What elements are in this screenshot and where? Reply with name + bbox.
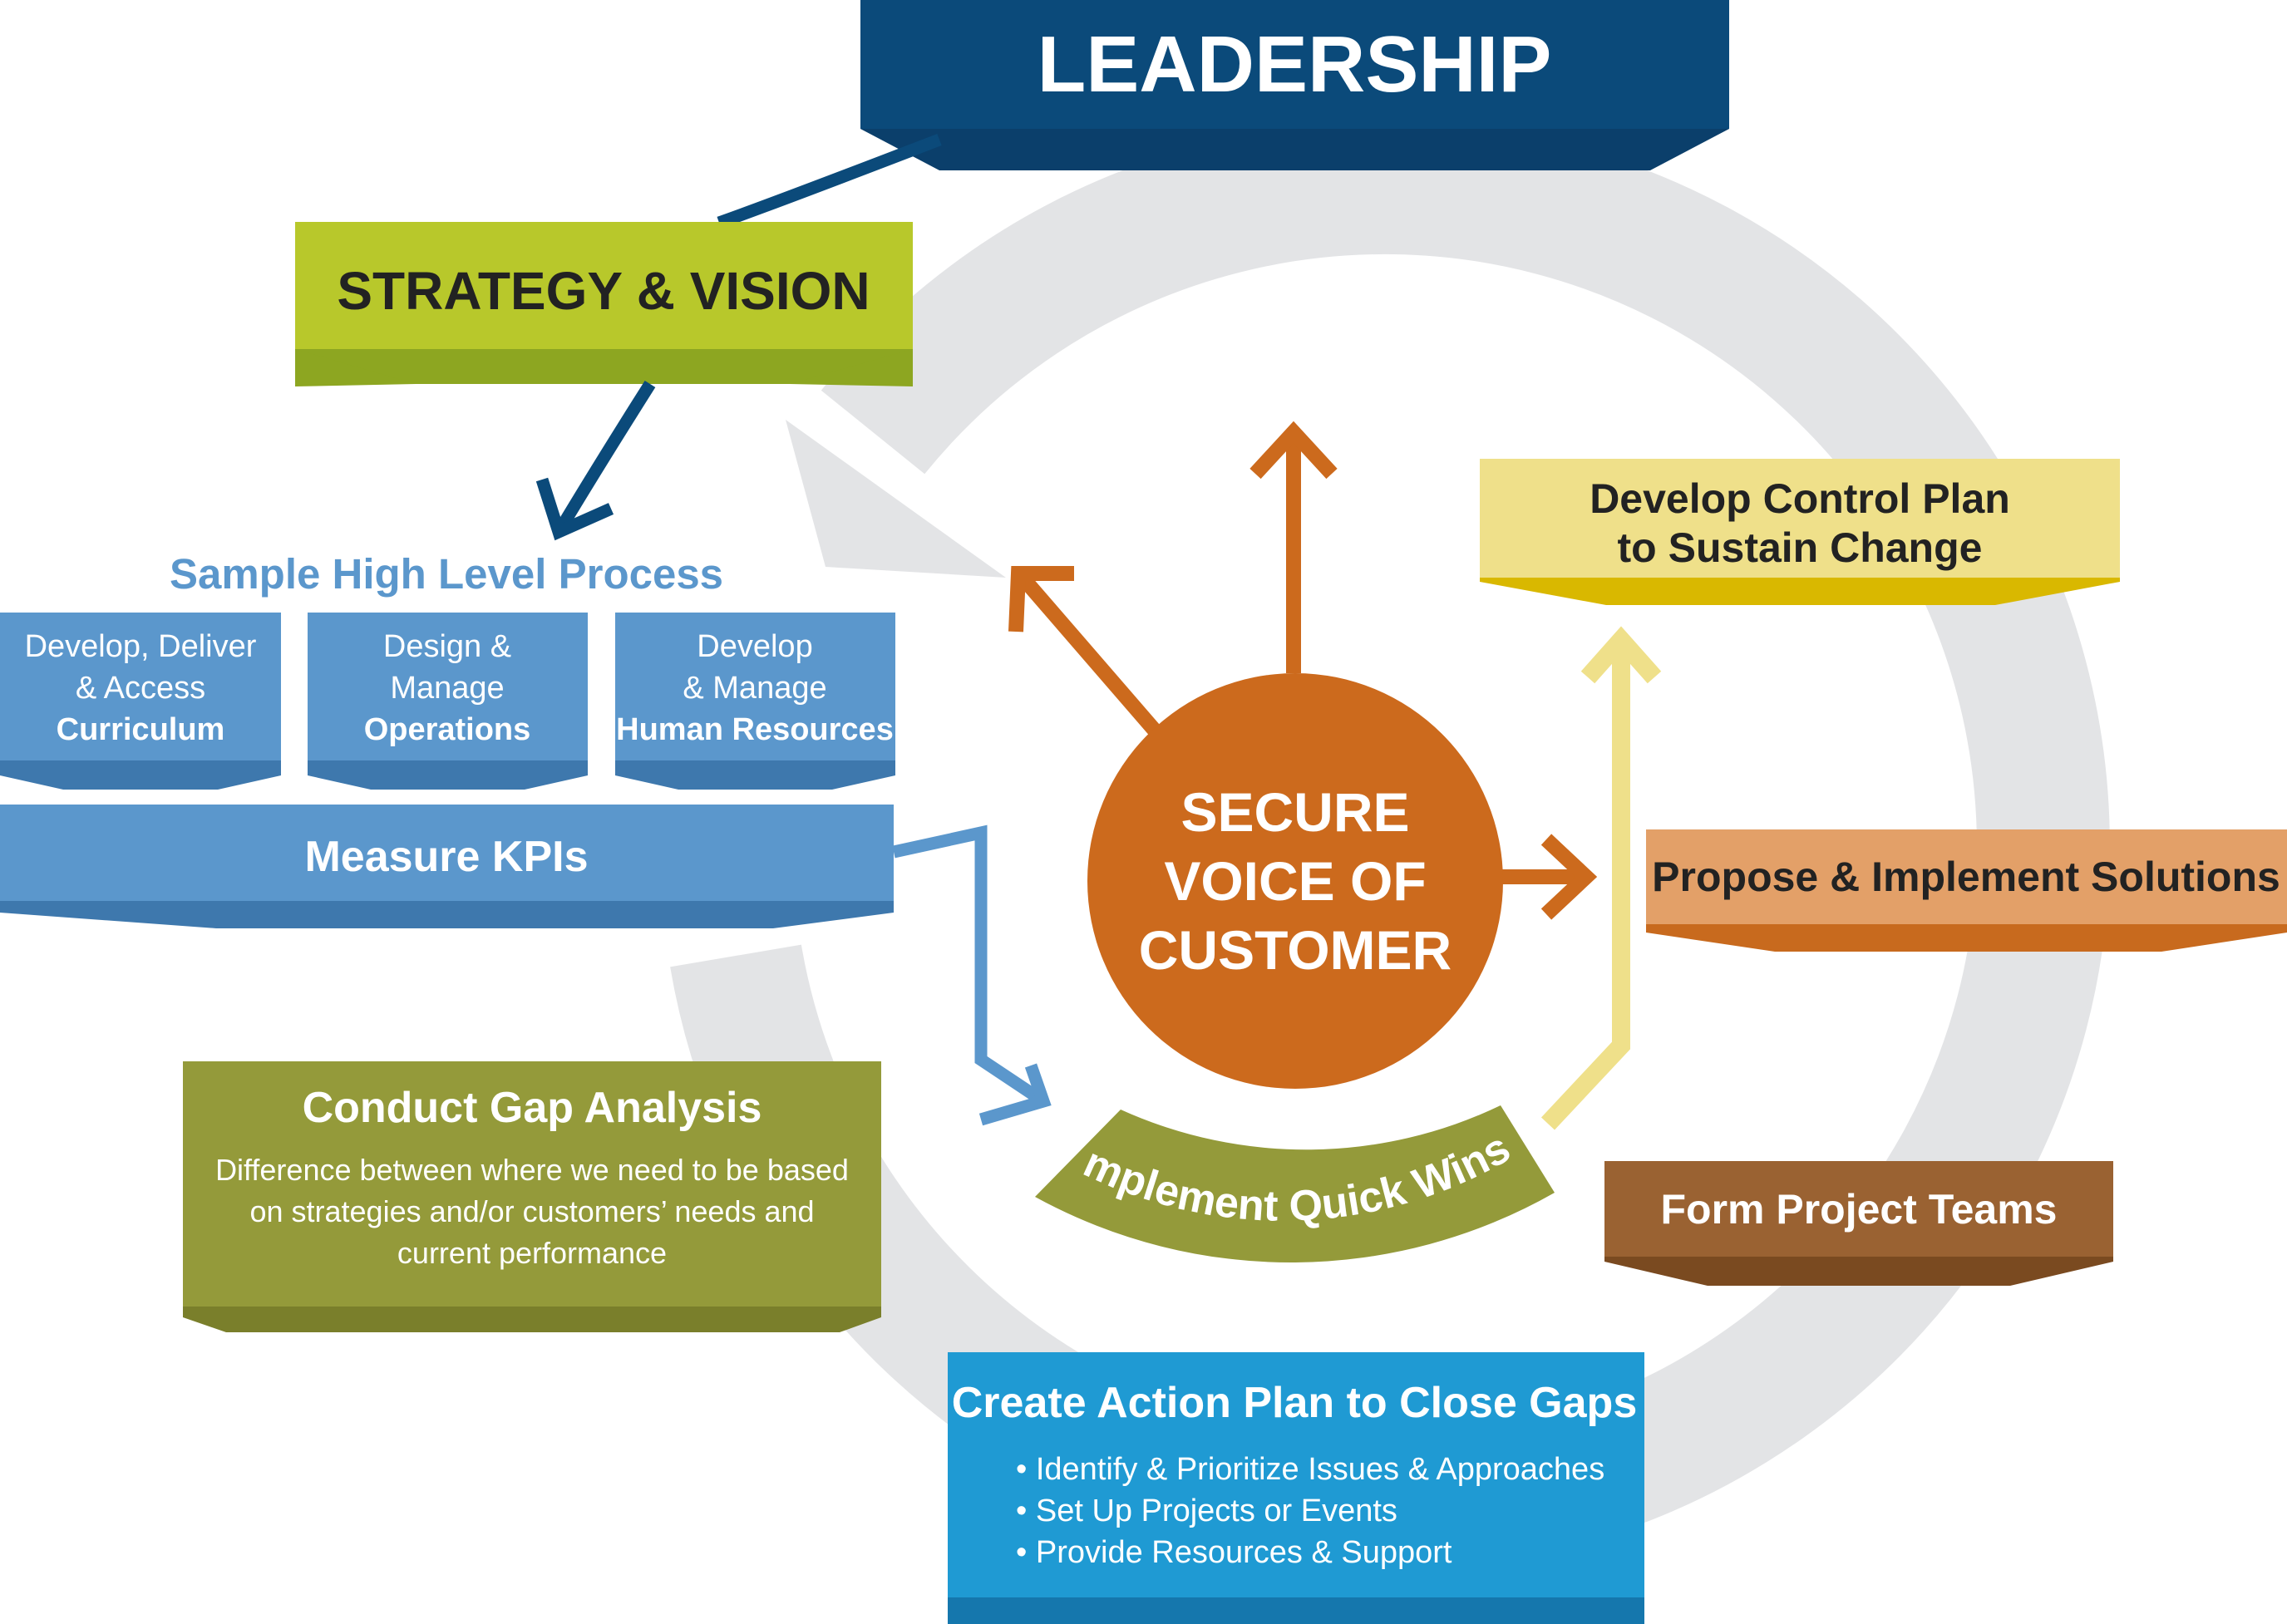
action-plan-title: Create Action Plan to Close Gaps bbox=[952, 1379, 1637, 1427]
measure-to-quickwins-arrow bbox=[892, 824, 1052, 1126]
process-box-curriculum-line1: Develop, Deliver bbox=[25, 629, 257, 664]
action-plan-bullet-1: • Identify & Prioritize Issues & Approac… bbox=[1016, 1452, 1604, 1487]
strategy-banner: STRATEGY & VISION bbox=[295, 222, 913, 386]
gap-analysis-body-line2: on strategies and/or customers’ needs an… bbox=[249, 1194, 814, 1228]
process-box-curriculum: Develop, Deliver & Access Curriculum bbox=[0, 613, 281, 790]
measure-kpis-bar: Measure KPIs bbox=[0, 805, 894, 928]
center-arrows bbox=[1008, 421, 1598, 920]
process-box-operations-line2: Manage bbox=[390, 671, 504, 706]
voice-line-2: VOICE OF bbox=[1164, 850, 1426, 912]
voice-of-customer-circle: SECURE VOICE OF CUSTOMER bbox=[1087, 673, 1503, 1089]
leadership-banner: LEADERSHIP bbox=[860, 0, 1729, 170]
process-box-hr-line2: & Manage bbox=[683, 671, 826, 706]
measure-kpis-title: Measure KPIs bbox=[304, 833, 588, 881]
process-box-operations-bold: Operations bbox=[364, 712, 531, 747]
sample-process-heading: Sample High Level Process bbox=[170, 550, 723, 598]
control-plan-line1: Develop Control Plan bbox=[1590, 475, 2010, 522]
leadership-title: LEADERSHIP bbox=[1038, 20, 1552, 109]
gap-analysis-title: Conduct Gap Analysis bbox=[303, 1084, 762, 1132]
quickwins-to-control-arrow bbox=[1540, 626, 1662, 1130]
arrow-upleft bbox=[1017, 573, 1161, 736]
action-plan-bullet-3: • Provide Resources & Support bbox=[1016, 1535, 1452, 1570]
strategy-to-process-arrow bbox=[535, 380, 656, 541]
voice-line-3: CUSTOMER bbox=[1139, 919, 1452, 981]
voice-line-1: SECURE bbox=[1180, 781, 1409, 843]
gap-analysis-box: Conduct Gap Analysis Difference between … bbox=[183, 1061, 881, 1332]
project-teams-box: Form Project Teams bbox=[1604, 1161, 2113, 1286]
control-plan-box: Develop Control Plan to Sustain Change bbox=[1480, 459, 2120, 605]
strategy-title: STRATEGY & VISION bbox=[337, 261, 870, 321]
process-box-human-resources: Develop & Manage Human Resources bbox=[615, 613, 895, 790]
control-plan-line2: to Sustain Change bbox=[1618, 524, 1983, 571]
arrow-up-head bbox=[1249, 421, 1338, 480]
cycle-ring-arrowhead bbox=[786, 420, 1006, 578]
propose-solutions-title: Propose & Implement Solutions bbox=[1652, 854, 2280, 900]
process-box-curriculum-line2: & Access bbox=[76, 671, 205, 706]
arrow-right-head bbox=[1540, 834, 1598, 920]
process-box-hr-bold: Human Resources bbox=[616, 712, 894, 747]
arrow-upleft-head bbox=[1008, 566, 1074, 632]
process-box-operations: Design & Manage Operations bbox=[308, 613, 588, 790]
gap-analysis-body-line1: Difference between where we need to be b… bbox=[215, 1153, 849, 1187]
action-plan-bullet-2: • Set Up Projects or Events bbox=[1016, 1494, 1397, 1528]
leadership-to-strategy-arrow bbox=[717, 134, 942, 229]
action-plan-box: Create Action Plan to Close Gaps • Ident… bbox=[948, 1352, 1644, 1624]
process-box-curriculum-bold: Curriculum bbox=[57, 712, 225, 747]
propose-solutions-box: Propose & Implement Solutions bbox=[1646, 829, 2287, 952]
project-teams-title: Form Project Teams bbox=[1660, 1186, 2057, 1233]
process-box-operations-line1: Design & bbox=[383, 629, 511, 664]
process-box-hr-line1: Develop bbox=[697, 629, 812, 664]
gap-analysis-body-line3: current performance bbox=[397, 1236, 667, 1270]
